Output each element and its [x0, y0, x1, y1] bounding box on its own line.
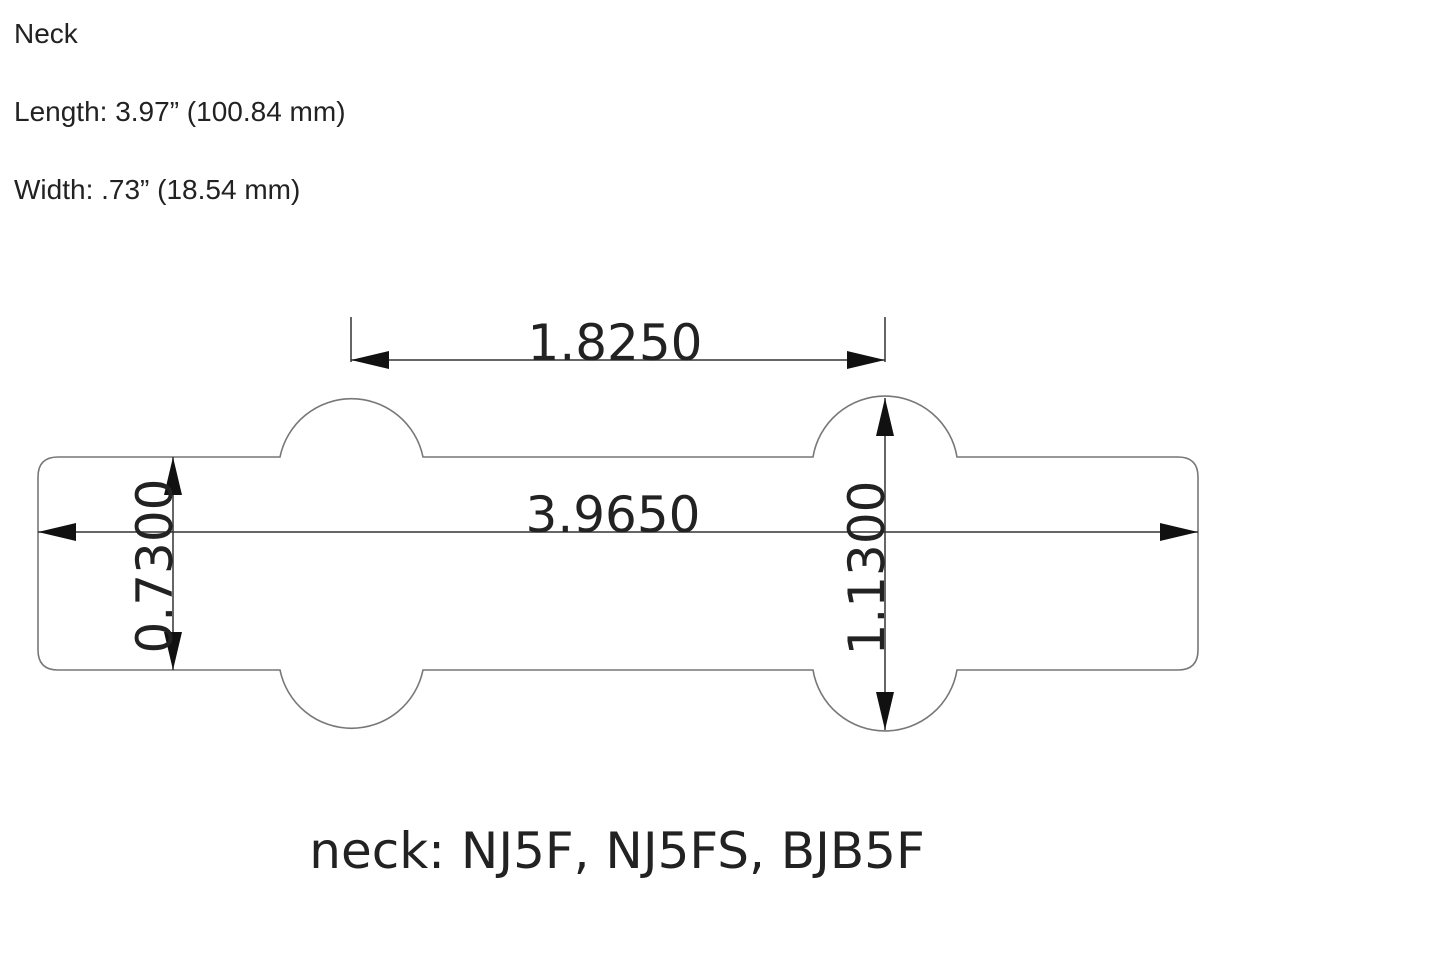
dimension-label-length: 3.9650 [526, 486, 701, 544]
dimension-label-width: 0.7300 [126, 479, 184, 654]
pickup-outline [37, 395, 1199, 732]
section-heading: Neck [14, 18, 78, 49]
dimension-label-pole-spacing: 1.8250 [528, 314, 703, 372]
diagram-caption: neck: NJ5F, NJ5FS, BJB5F [309, 822, 924, 880]
width-spec: Width: .73” (18.54 mm) [14, 174, 301, 205]
dimension-label-lobe-width: 1.1300 [838, 481, 896, 656]
length-spec: Length: 3.97” (100.84 mm) [14, 96, 346, 127]
dimension-pole-spacing [350, 317, 886, 369]
